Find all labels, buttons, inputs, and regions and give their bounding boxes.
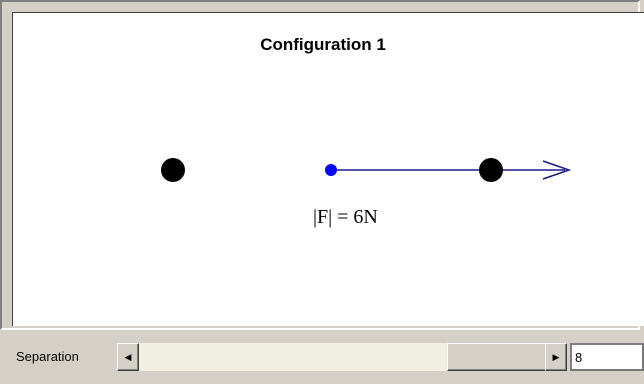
scroll-left-button[interactable]: ◀: [117, 343, 139, 371]
separation-label: Separation: [16, 349, 79, 364]
separation-scrollbar[interactable]: ◀ ▶: [117, 343, 567, 371]
scroll-thumb[interactable]: [447, 343, 557, 371]
configuration-title: Configuration 1: [260, 35, 386, 54]
source-charge-right: [479, 158, 503, 182]
scroll-right-button[interactable]: ▶: [545, 343, 567, 371]
force-vector-arrowhead: [542, 160, 572, 180]
control-bar: Separation ◀ ▶: [0, 333, 644, 384]
triangle-left-icon: ◀: [124, 352, 132, 362]
triangle-right-icon: ▶: [552, 352, 560, 362]
test-charge: [325, 164, 337, 176]
simulation-canvas: Configuration 1 |F| = 6N: [12, 12, 644, 326]
source-charge-left: [161, 158, 185, 182]
force-magnitude-label: |F| = 6N: [313, 206, 378, 228]
scroll-track[interactable]: [139, 343, 557, 371]
separation-value-input[interactable]: [570, 343, 644, 371]
simulation-drawing: [161, 158, 572, 182]
